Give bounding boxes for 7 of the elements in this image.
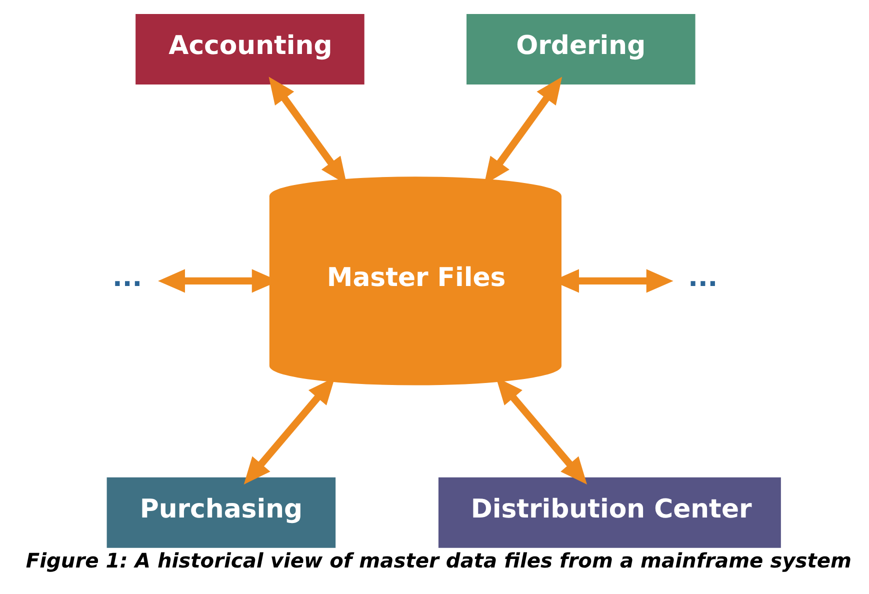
caption: Figure 1: A historical view of master data files from a mainframe system	[26, 548, 852, 572]
node-box: Accounting	[136, 14, 364, 84]
node-box: Purchasing	[106, 476, 336, 548]
node-text: ...	[688, 262, 718, 292]
node-box: Distribution Center	[438, 476, 781, 548]
node-box: Ordering	[466, 14, 696, 84]
node-text: ...	[112, 262, 142, 292]
